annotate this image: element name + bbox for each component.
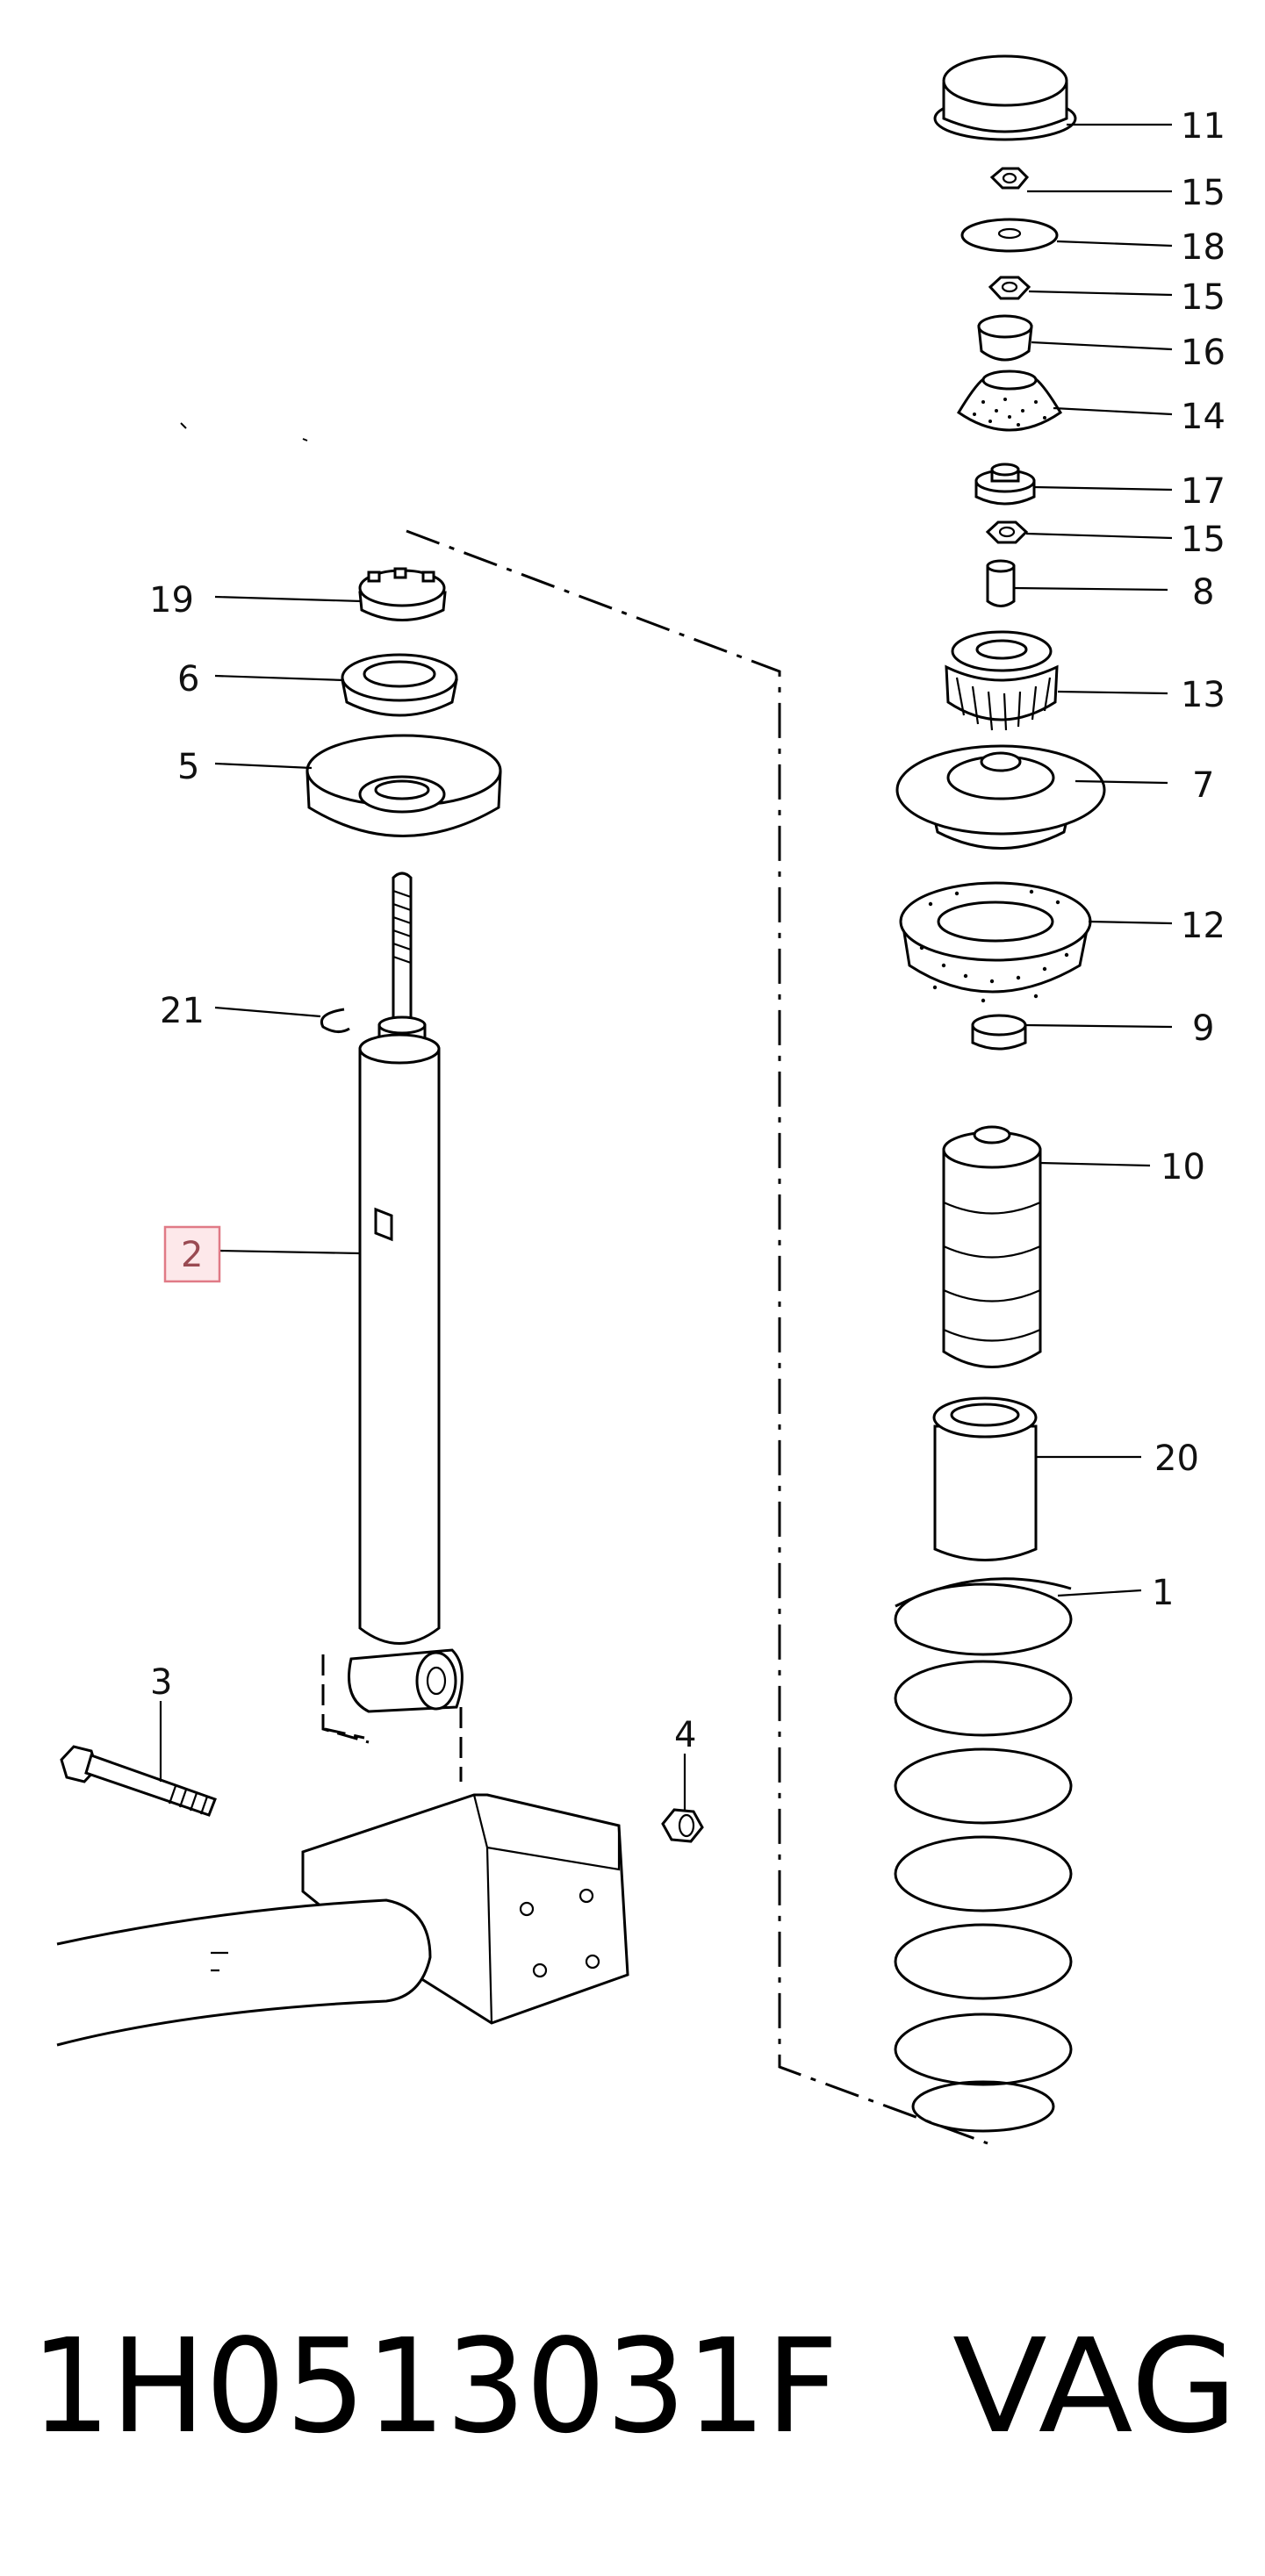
part-8-sleeve bbox=[986, 559, 1016, 607]
part-17-spacer bbox=[974, 463, 1036, 506]
part-16-bushing bbox=[977, 314, 1033, 362]
callout-15: 15 bbox=[1181, 173, 1225, 213]
part-18-washer bbox=[960, 218, 1059, 253]
part-15-nut-b bbox=[988, 276, 1031, 300]
part-9-bushing bbox=[971, 1014, 1027, 1051]
part-4-nut bbox=[661, 1808, 704, 1843]
callout-9: 9 bbox=[1192, 1008, 1214, 1049]
callout-7: 7 bbox=[1192, 765, 1214, 806]
part-1-coil-spring bbox=[894, 1577, 1073, 2133]
part-2-shock-absorber bbox=[348, 872, 464, 1713]
callout-1: 1 bbox=[1152, 1573, 1174, 1613]
callout-4: 4 bbox=[674, 1715, 696, 1755]
leader-lines bbox=[159, 123, 1173, 1810]
callout-18: 18 bbox=[1181, 227, 1225, 268]
part-5-spring-plate bbox=[305, 734, 502, 837]
part-14-conical-rubber bbox=[956, 370, 1063, 432]
part-6-collar bbox=[341, 653, 458, 717]
part-19-retaining-ring bbox=[358, 567, 447, 621]
callout-10: 10 bbox=[1161, 1147, 1205, 1188]
part-number: 1H0513031F bbox=[31, 2311, 838, 2462]
callout-17: 17 bbox=[1181, 471, 1225, 512]
part-15-nut-c bbox=[985, 520, 1029, 544]
callout-12: 12 bbox=[1181, 906, 1225, 946]
callout-8: 8 bbox=[1192, 572, 1214, 613]
part-13-bearing bbox=[945, 630, 1059, 731]
callout-15: 15 bbox=[1181, 277, 1225, 318]
callout-21: 21 bbox=[160, 991, 205, 1031]
eye-bracket-line bbox=[321, 1654, 463, 1782]
callout-5: 5 bbox=[177, 747, 199, 787]
callout-2: 2 bbox=[181, 1235, 203, 1275]
brand-name: VAG bbox=[952, 2311, 1238, 2462]
stray-mark bbox=[180, 422, 308, 441]
callout-11: 11 bbox=[1181, 106, 1225, 147]
part-15-nut-a bbox=[989, 167, 1030, 190]
part-3-bolt bbox=[60, 1745, 217, 1817]
callout-16: 16 bbox=[1181, 333, 1225, 373]
callout-2-highlight-box bbox=[163, 1225, 221, 1283]
callout-19: 19 bbox=[149, 580, 194, 621]
callout-labels: 11 15 18 15 16 14 17 15 8 13 7 12 9 10 2… bbox=[149, 106, 1225, 1755]
callout-6: 6 bbox=[177, 659, 199, 700]
part-20-protective-tube bbox=[932, 1396, 1038, 1561]
part-7-upper-spring-seat bbox=[895, 744, 1106, 850]
part-21-clip bbox=[320, 1008, 350, 1033]
axle-beam-bracket bbox=[56, 1793, 629, 2047]
part-10-bump-stop bbox=[942, 1125, 1042, 1368]
callout-20: 20 bbox=[1154, 1439, 1199, 1479]
part-11-cap bbox=[933, 54, 1077, 141]
assembly-boundary-line bbox=[406, 529, 988, 2145]
part-12-spring-isolator bbox=[899, 881, 1092, 1003]
callout-3: 3 bbox=[150, 1662, 172, 1703]
callout-14: 14 bbox=[1181, 397, 1225, 437]
callout-13: 13 bbox=[1181, 675, 1225, 715]
callout-15: 15 bbox=[1181, 520, 1225, 560]
